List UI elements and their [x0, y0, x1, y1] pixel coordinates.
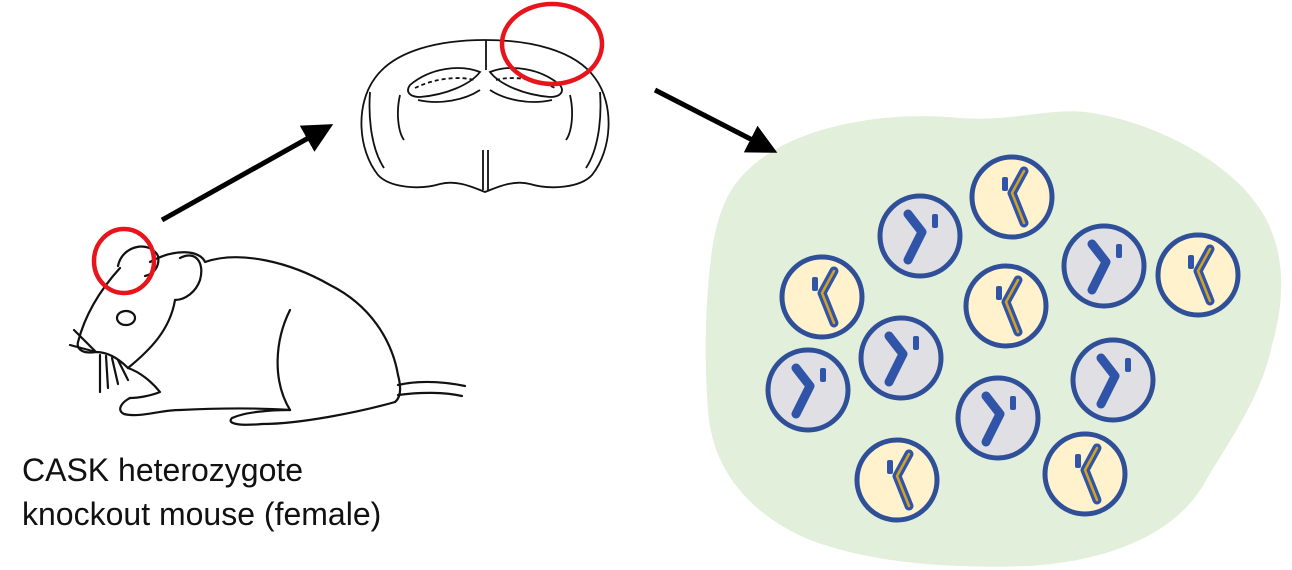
cell-1-yellow — [969, 154, 1055, 240]
small-chromosome — [913, 336, 919, 350]
mouse-illustration — [68, 245, 467, 426]
small-chromosome — [1116, 244, 1122, 258]
x-chromosome-band — [1004, 278, 1020, 334]
cells-group — [765, 154, 1241, 523]
brain-coronal-section — [360, 39, 610, 193]
cell-11-yellow — [854, 437, 940, 523]
x-chromosome — [884, 331, 908, 387]
x-chromosome-band — [1196, 247, 1212, 303]
cell-4-yellow — [1155, 232, 1241, 318]
x-chromosome — [791, 363, 815, 419]
x-chromosome-band — [895, 452, 911, 508]
cell-10-gray — [955, 375, 1041, 461]
x-chromosome — [981, 391, 1005, 447]
caption-line-1: CASK heterozygote — [22, 452, 304, 488]
mouse-caption: CASK heterozygote knockout mouse (female… — [22, 448, 381, 536]
small-chromosome — [1125, 358, 1131, 372]
small-chromosome — [996, 286, 1002, 300]
caption-line-2: knockout mouse (female) — [22, 496, 382, 532]
brain-cortex-highlight — [499, 1, 605, 87]
small-chromosome — [1188, 255, 1194, 269]
cell-6-yellow — [963, 263, 1049, 349]
x-chromosome-band — [820, 269, 836, 325]
small-chromosome — [820, 368, 826, 382]
cell-5-yellow — [779, 254, 865, 340]
small-chromosome — [1002, 177, 1008, 191]
x-chromosome-band — [1010, 169, 1026, 225]
small-chromosome — [812, 277, 818, 291]
cell-2-gray — [877, 193, 963, 279]
small-chromosome — [932, 214, 938, 228]
small-chromosome — [1075, 454, 1081, 468]
x-chromosome — [903, 209, 927, 265]
arrow-mouse-to-brain — [160, 124, 334, 223]
mouse-head-highlight — [91, 226, 157, 296]
cell-9-gray — [1070, 337, 1156, 423]
small-chromosome — [887, 460, 893, 474]
x-chromosome — [1087, 239, 1111, 295]
x-chromosome — [1096, 353, 1120, 409]
cell-3-gray — [1061, 223, 1147, 309]
small-chromosome — [1010, 396, 1016, 410]
cell-12-yellow — [1042, 431, 1128, 517]
arrow-brain-to-cells — [653, 87, 778, 153]
cell-7-gray — [858, 315, 944, 401]
x-chromosome-band — [1083, 446, 1099, 502]
cell-8-gray — [765, 347, 851, 433]
